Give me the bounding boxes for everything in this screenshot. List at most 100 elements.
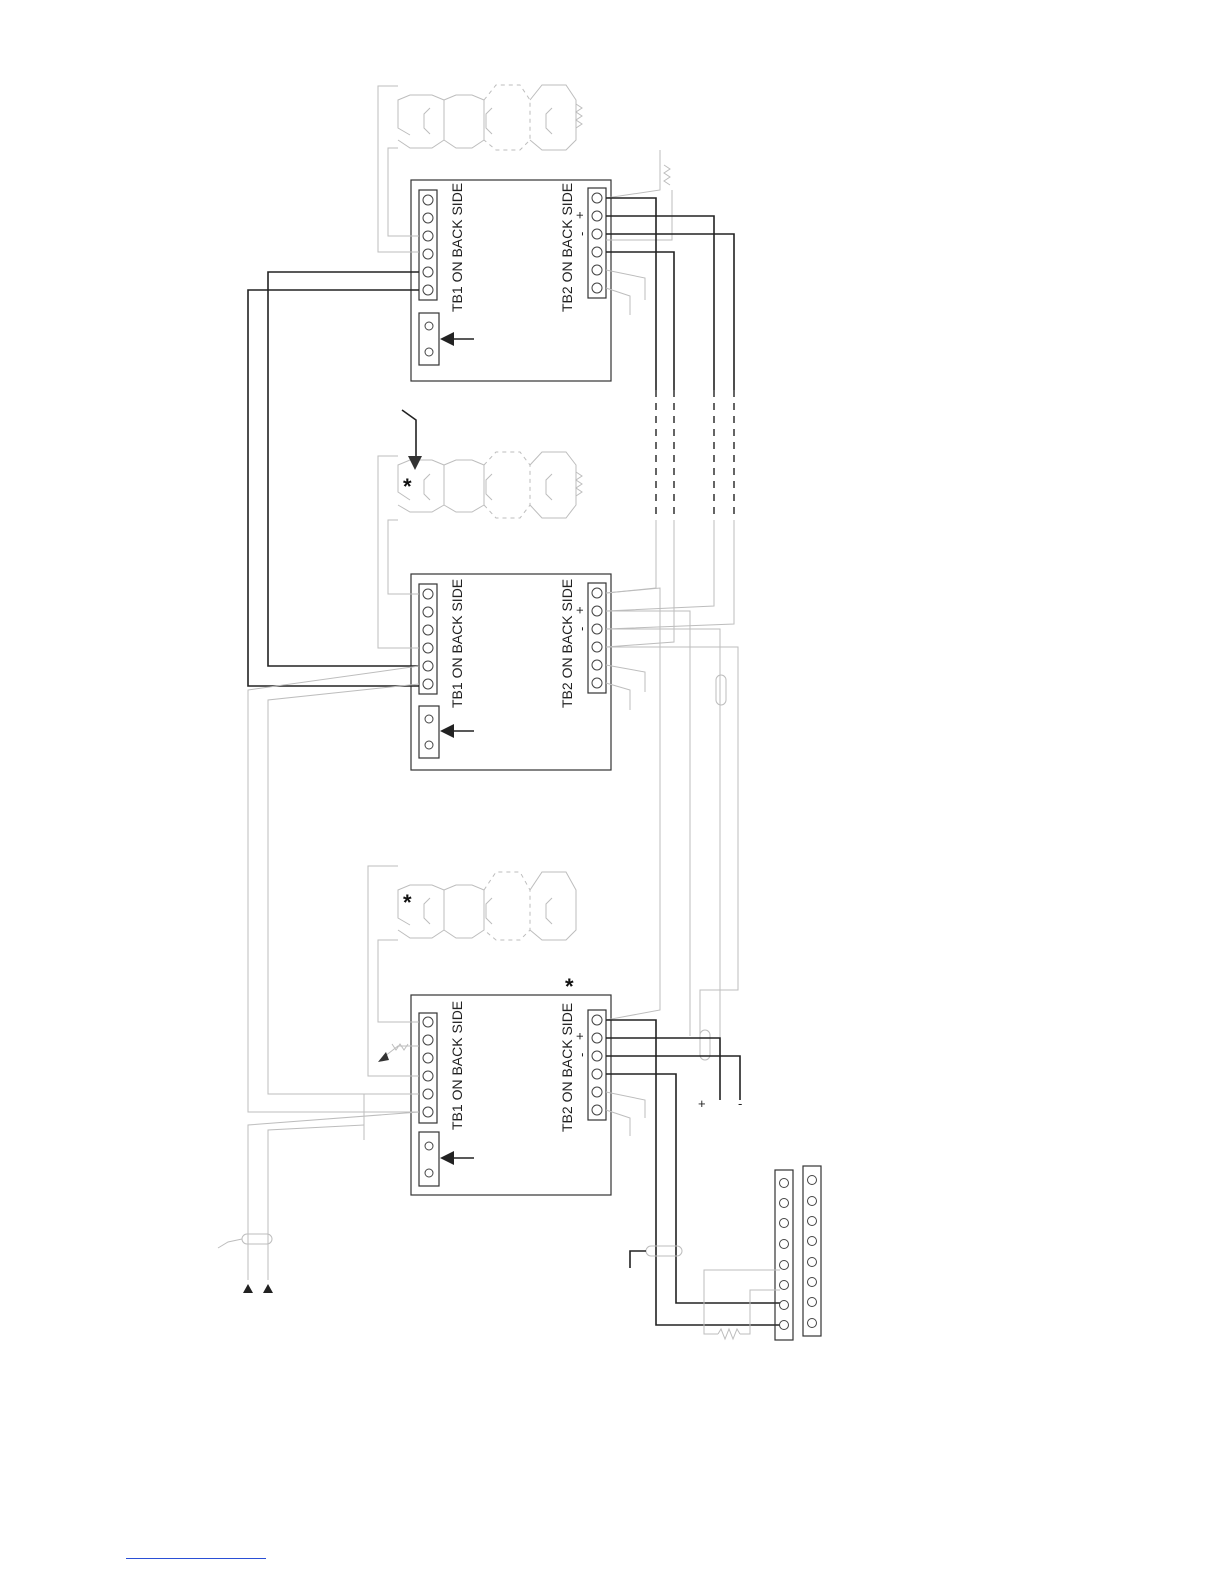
wire	[740, 1290, 780, 1334]
module-2-minus-sign: -	[574, 627, 589, 631]
resistor-icon	[664, 165, 670, 185]
module-1-tb2-label: TB2 ON BACK SIDE	[559, 183, 575, 312]
terminal	[423, 1035, 433, 1045]
terminal	[423, 589, 433, 599]
terminal	[592, 588, 602, 598]
module-3-tb2-terminals	[592, 1015, 602, 1115]
module-3-board	[411, 995, 611, 1195]
terminal	[592, 1087, 602, 1097]
wire	[606, 520, 734, 629]
panel-strip-1	[775, 1170, 793, 1340]
module-2-tb1-strip	[419, 584, 437, 694]
module-3-tb1-label: TB1 ON BACK SIDE	[449, 1001, 465, 1130]
wire	[606, 198, 656, 390]
terminal	[423, 679, 433, 689]
module-2-device-chain: *	[378, 410, 645, 710]
wire	[606, 252, 674, 390]
supply-plus-sign: +	[698, 1096, 706, 1111]
terminal	[592, 229, 602, 239]
terminal	[592, 1105, 602, 1115]
device	[444, 885, 484, 938]
resistor-icon	[718, 1329, 740, 1339]
jumper-pin	[425, 1142, 433, 1150]
terminal	[592, 606, 602, 616]
wire	[248, 290, 419, 686]
output-arrow-icon	[243, 1284, 253, 1293]
module-2-board	[411, 574, 611, 770]
module-2: TB1 ON BACK SIDE TB2 ON BACK SIDE + -	[411, 574, 611, 770]
wire	[606, 1038, 720, 1100]
jumper-pin	[425, 322, 433, 330]
wire	[268, 684, 419, 1094]
panel-screws	[780, 1176, 817, 1330]
wire	[388, 148, 419, 236]
module-2-tb1-label: TB1 ON BACK SIDE	[449, 579, 465, 708]
jumper-pin	[425, 741, 433, 749]
module-3-arrow-icon	[440, 1151, 474, 1165]
module-1-tb1-terminals	[423, 195, 433, 295]
wire	[630, 1251, 646, 1268]
module-1-tb2-strip	[588, 188, 606, 298]
module-1: TB1 ON BACK SIDE TB2 ON BACK SIDE + -	[411, 180, 611, 381]
terminal	[423, 1071, 433, 1081]
module-3-tb2-strip	[588, 1010, 606, 1120]
panel-strip-2	[803, 1166, 821, 1336]
panel-terminal-strips	[630, 1166, 821, 1340]
terminal	[423, 195, 433, 205]
horn-icon	[424, 108, 552, 134]
wire	[606, 1110, 630, 1136]
footer-link-underline[interactable]	[126, 1558, 266, 1559]
terminal	[423, 249, 433, 259]
horn-icon	[424, 474, 552, 500]
wire	[606, 150, 660, 198]
pointer-line	[402, 410, 416, 460]
terminal	[423, 643, 433, 653]
module-2-tb2-strip	[588, 583, 606, 693]
device-optional	[484, 452, 530, 518]
jumper-pin	[425, 715, 433, 723]
wire	[606, 216, 714, 390]
device-optional	[484, 85, 530, 150]
module-3-minus-sign: -	[574, 1053, 589, 1057]
device	[398, 95, 444, 148]
module-1-plus-sign: +	[572, 211, 587, 219]
terminal	[423, 1089, 433, 1099]
jumper-pin	[425, 348, 433, 356]
module-2-arrow-icon	[440, 724, 474, 738]
terminal	[423, 285, 433, 295]
module-1-board	[411, 180, 611, 381]
terminal	[423, 1053, 433, 1063]
terminal	[592, 265, 602, 275]
terminal	[423, 661, 433, 671]
module-2-device-asterisk: *	[403, 474, 412, 499]
wire	[268, 1125, 364, 1280]
terminal	[592, 193, 602, 203]
wire	[606, 647, 738, 1040]
jumper-pin	[425, 1169, 433, 1177]
supply-minus-sign: -	[738, 1096, 742, 1111]
wire	[606, 588, 660, 1020]
module-3-tb2-label: TB2 ON BACK SIDE	[559, 1003, 575, 1132]
output-arrow-icon	[263, 1284, 273, 1293]
terminal	[592, 1015, 602, 1025]
eol-resistor-icon	[576, 472, 582, 496]
module-1-tb2-terminals	[592, 193, 602, 293]
terminal	[423, 267, 433, 277]
wire	[606, 288, 630, 315]
terminal	[592, 1051, 602, 1061]
wire	[248, 1112, 419, 1280]
device	[444, 460, 484, 512]
module-1-jumper-block	[419, 313, 439, 365]
module-3-jumper-block	[419, 1132, 439, 1186]
module-1-tb2-resistor	[606, 150, 672, 315]
terminal	[592, 211, 602, 221]
module-1-minus-sign: -	[574, 232, 589, 236]
device	[530, 85, 576, 150]
module-2-tb2-terminals	[592, 588, 602, 688]
wire	[388, 520, 419, 594]
module-3-tb1-terminals	[423, 1017, 433, 1117]
terminal	[423, 1107, 433, 1117]
wire	[606, 270, 645, 300]
terminal	[592, 1033, 602, 1043]
